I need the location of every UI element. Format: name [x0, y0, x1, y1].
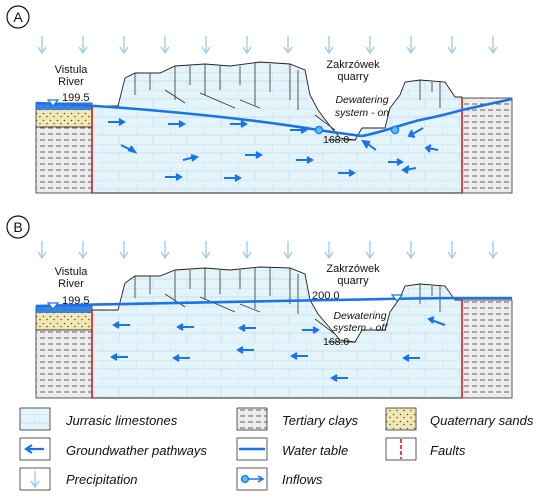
river-label-line1: Vistula	[55, 266, 89, 278]
quarry-label-line2: quarry	[337, 275, 369, 287]
quarry-label-line1: Zakrzówek	[326, 59, 380, 71]
precipitation-arrows	[37, 241, 498, 260]
dewatering-label-line2: system - on	[335, 107, 389, 119]
legend-limestone-swatch	[19, 407, 51, 431]
legend-sands-swatch	[385, 407, 417, 431]
river-level-label: 199.5	[62, 92, 90, 104]
panel-a-letter: A	[13, 9, 23, 25]
legend-water-table-label: Water table	[282, 443, 348, 458]
groundwater-pathways-b	[110, 316, 446, 382]
quarry-level-label: 168.0	[323, 336, 349, 348]
panel-b: B	[6, 215, 513, 399]
quarry-label-line1: Zakrzówek	[326, 263, 380, 275]
vistula-river	[36, 306, 92, 313]
panel-b-badge	[6, 215, 30, 239]
river-label-line2: River	[58, 278, 84, 290]
legend-precipitation-arrow-icon	[30, 471, 40, 489]
legend-faults-label: Faults	[430, 443, 466, 458]
legend-pathways-label: Groundwather pathways	[66, 443, 207, 458]
dewatering-label-line1: Dewatering	[335, 94, 388, 106]
legend-inflows-label: Inflows	[282, 472, 323, 487]
panel-b-letter: B	[13, 219, 22, 235]
legend-limestone-label: Jurrasic limestones	[65, 413, 178, 428]
legend-clays-label: Tertiary clays	[282, 413, 359, 428]
tertiary-clays-right	[461, 299, 513, 399]
dewatering-label-line2: system - off	[333, 322, 388, 334]
jurassic-limestone	[91, 266, 463, 399]
legend-sands-label: Quaternary sands	[430, 413, 534, 428]
panel-a-badge	[6, 5, 30, 29]
tertiary-clays-right	[461, 97, 513, 194]
river-label-line2: River	[58, 76, 84, 88]
quarry-level-label: 168.0	[323, 134, 349, 146]
river-label-line1: Vistula	[55, 64, 89, 76]
jurassic-limestone	[91, 61, 463, 194]
legend-pathway-arrow-icon	[24, 444, 44, 454]
legend: Jurrasic limestones Tertiary clays Quate…	[19, 407, 534, 491]
water-table-b	[35, 296, 512, 308]
river-level-label: 199.5	[62, 295, 90, 307]
legend-inflow-icon	[240, 474, 265, 484]
legend-clays-swatch	[236, 407, 268, 431]
water-table-a	[35, 97, 513, 138]
lake-level-label: 200.0	[312, 290, 340, 302]
legend-precipitation-label: Precipitation	[66, 472, 138, 487]
inflow-markers	[314, 125, 400, 135]
tertiary-clays-left	[35, 126, 93, 194]
dewatering-label-line1: Dewatering	[333, 310, 386, 322]
panel-a: A	[6, 5, 513, 194]
quarry-label-line2: quarry	[337, 71, 369, 83]
precipitation-arrows	[37, 36, 498, 55]
tertiary-clays-left	[35, 329, 93, 399]
groundwater-pathways-a	[108, 118, 439, 182]
